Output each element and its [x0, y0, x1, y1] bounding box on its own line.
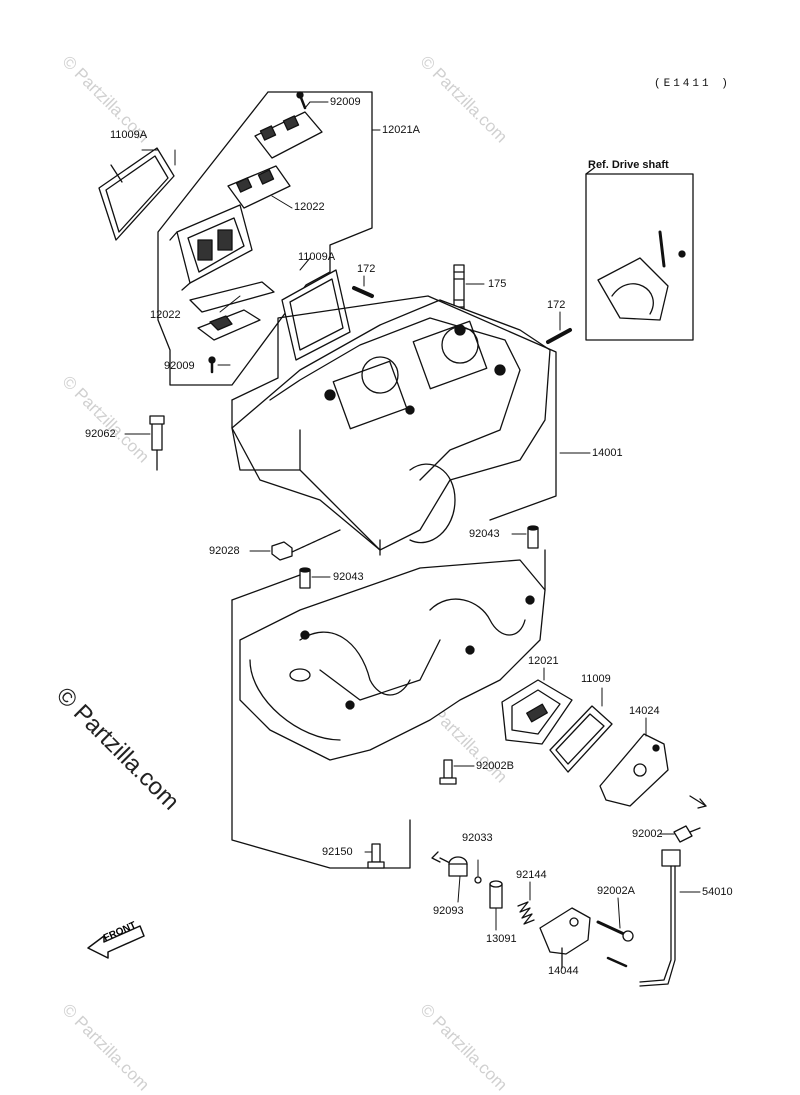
part-label-12021A: 12021A — [382, 124, 420, 136]
gasket-11009A-top — [98, 147, 175, 241]
part-label-92002: 92002 — [632, 828, 663, 840]
screw-92009 — [208, 91, 307, 374]
reed-valve-group-outline — [157, 91, 373, 386]
part-label-92043: 92043 — [333, 571, 364, 583]
shaft-13091 — [489, 880, 503, 909]
parts-diagram: © Partzilla.com © Partzilla.com © Partzi… — [51, 52, 733, 1094]
part-label-14024: 14024 — [629, 705, 660, 717]
part-label-92033: 92033 — [462, 832, 493, 844]
lower-crankcase-outline — [231, 549, 546, 869]
reed-petal-bottom — [189, 281, 275, 341]
cover-14024 — [599, 733, 669, 807]
stud-172-right — [546, 328, 572, 344]
drive-shaft-reference-outline — [585, 167, 694, 341]
part-label-11009: 11009 — [581, 673, 611, 685]
part-label-92009: 92009 — [330, 96, 361, 108]
upper-crankcase — [231, 299, 551, 556]
bolt-92062 — [149, 415, 165, 471]
stud-172-left — [352, 286, 374, 298]
part-label-92043: 92043 — [469, 528, 500, 540]
part-label-92150: 92150 — [322, 846, 353, 858]
gasket-11009 — [549, 705, 613, 773]
part-label-12022: 12022 — [294, 201, 325, 213]
part-label-13091: 13091 — [486, 933, 517, 945]
lower-crankcase — [239, 559, 546, 761]
diagram-drawing — [87, 91, 707, 987]
bolt-92002A — [596, 920, 634, 968]
part-label-12021: 12021 — [528, 655, 559, 667]
oil-line-54010 — [639, 849, 681, 987]
part-label-11009A: 11009A — [298, 251, 336, 263]
reed-valve-assembly — [169, 204, 253, 291]
part-label-92028: 92028 — [209, 545, 240, 557]
bushing-92093 — [448, 856, 468, 877]
part-label-92062: 92062 — [85, 428, 116, 440]
part-label-11009A: 11009A — [110, 129, 148, 141]
part-label-172: 172 — [357, 263, 376, 275]
part-label-92144: 92144 — [516, 869, 547, 881]
plug-92028 — [271, 529, 341, 561]
washer-92033 — [474, 876, 482, 884]
part-label-172: 172 — [547, 299, 566, 311]
bolt-92150 — [367, 843, 385, 869]
part-label-175: 175 — [488, 278, 507, 290]
part-label-92002B: 92002B — [476, 760, 514, 772]
leader-lines — [124, 101, 701, 963]
reference-label: Ref. Drive shaft — [588, 159, 669, 171]
front-arrow — [87, 925, 145, 959]
spring-92144 — [517, 901, 535, 925]
part-label-54010: 54010 — [702, 886, 733, 898]
housing-14044 — [539, 907, 591, 969]
part-label-14044: 14044 — [548, 965, 579, 977]
gasket-11009A-mid — [281, 269, 351, 361]
part-label-12022: 12022 — [150, 309, 181, 321]
part-label-14001: 14001 — [592, 447, 623, 459]
part-label-92002A: 92002A — [597, 885, 635, 897]
bolt-92002B — [439, 759, 457, 785]
part-label-92093: 92093 — [433, 905, 464, 917]
reed-valve-12021 — [501, 679, 573, 745]
bolt-92002 — [673, 825, 701, 843]
part-label-92009: 92009 — [164, 360, 195, 372]
reed-petal-top — [227, 111, 323, 209]
diagram-code: (E1411 ) — [654, 78, 731, 90]
dowel-92043 — [299, 525, 539, 589]
upper-crankcase-outline — [231, 295, 557, 521]
direction-arrow — [431, 795, 707, 867]
